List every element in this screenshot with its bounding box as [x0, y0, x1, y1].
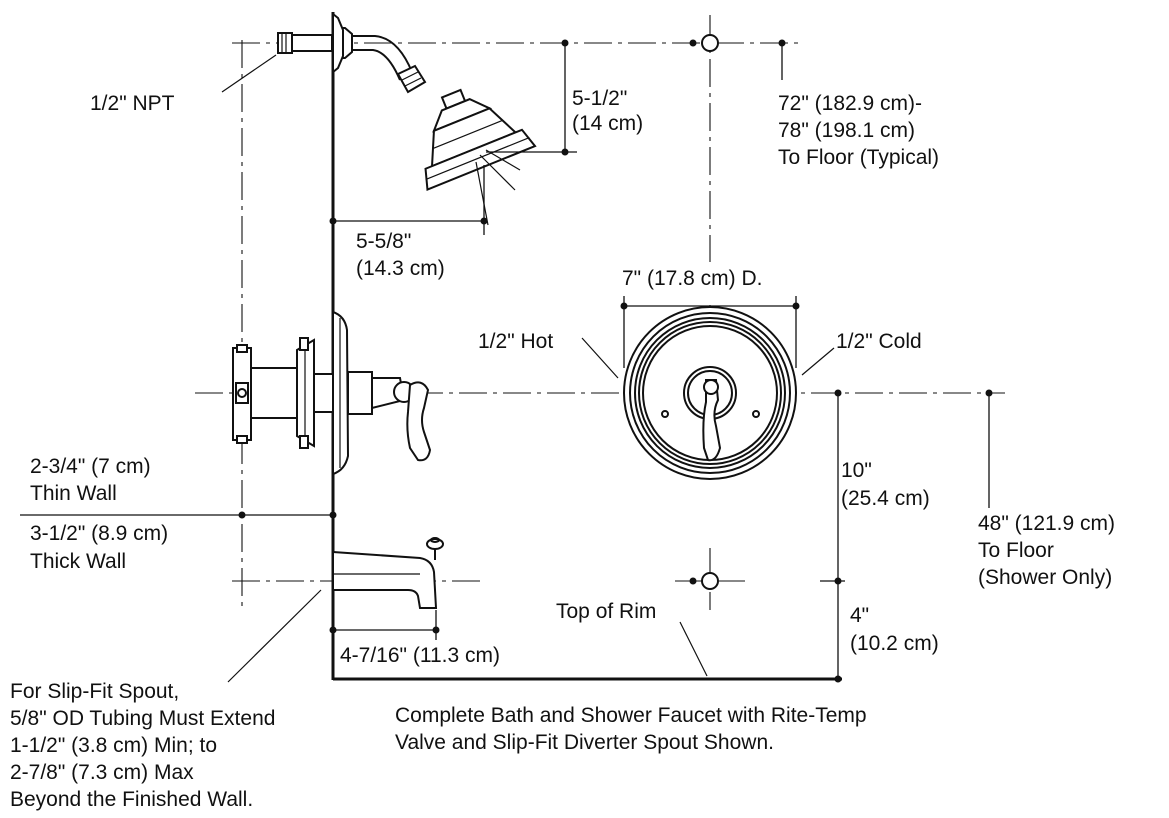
tub-spout	[332, 537, 444, 609]
shower-arm	[277, 11, 427, 94]
trim-front-view	[623, 306, 797, 480]
spray-ray-1	[479, 154, 516, 191]
slipfit-note-4: 2-7/8" (7.3 cm) Max	[10, 761, 194, 784]
npt-label: 1/2" NPT	[90, 92, 175, 115]
arm-reach-label-2: (14.3 cm)	[356, 257, 445, 280]
rim-reference-circle	[701, 572, 719, 590]
rim-dot	[689, 577, 697, 585]
hot-leader	[581, 337, 619, 379]
valve-spout-label-2: (25.4 cm)	[841, 487, 930, 510]
spout-rim-label-2: (10.2 cm)	[850, 632, 939, 655]
spray-ray-3	[475, 161, 489, 226]
spray-ray-2	[485, 149, 521, 171]
slipfit-note-3: 1-1/2" (3.8 cm) Min; to	[10, 734, 217, 757]
head-drop-label-2: (14 cm)	[572, 112, 643, 135]
head-height-reference-circle	[701, 34, 719, 52]
screw-right	[752, 410, 760, 418]
hot-label: 1/2" Hot	[478, 330, 553, 353]
valve-spout-label-1: 10"	[841, 459, 872, 482]
thin-wall-label-2: Thin Wall	[30, 482, 117, 505]
thick-wall-label-1: 3-1/2" (8.9 cm)	[30, 522, 168, 545]
spout-rim-label-1: 4"	[850, 604, 869, 627]
slipfit-note-5: Beyond the Finished Wall.	[10, 788, 253, 811]
slipfit-note-2: 5/8" OD Tubing Must Extend	[10, 707, 275, 730]
floor-height-label-3: To Floor (Typical)	[778, 146, 939, 169]
arm-reach-label-1: 5-5/8"	[356, 230, 411, 253]
shower-head	[424, 88, 537, 191]
valve-floor-label-1: 48" (121.9 cm)	[978, 512, 1115, 535]
valve-floor-label-2: To Floor	[978, 539, 1054, 562]
caption-line-1: Complete Bath and Shower Faucet with Rit…	[395, 704, 867, 727]
escutcheon-side	[332, 310, 432, 476]
head-height-dot-1	[689, 39, 697, 47]
screw-left	[661, 410, 669, 418]
slipfit-leader	[227, 589, 322, 683]
cold-label: 1/2" Cold	[836, 330, 922, 353]
wall-thickness-dimension	[20, 511, 337, 519]
head-drop-dimension	[486, 39, 577, 156]
valve-spout-dimension	[820, 389, 845, 683]
thick-wall-label-2: Thick Wall	[30, 550, 126, 573]
npt-leader	[221, 54, 277, 93]
floor-height-label-2: 78" (198.1 cm)	[778, 119, 915, 142]
top-of-rim-leader	[679, 621, 708, 677]
head-drop-label-1: 5-1/2"	[572, 87, 627, 110]
cold-leader	[801, 347, 835, 376]
valve-floor-label-3: (Shower Only)	[978, 566, 1112, 589]
valve-body-side	[232, 337, 334, 449]
spout-length-dimension	[329, 610, 440, 640]
valve-floor-dimension	[985, 389, 993, 508]
arm-reach-dimension	[329, 165, 488, 235]
caption-line-2: Valve and Slip-Fit Diverter Spout Shown.	[395, 731, 774, 754]
slipfit-note-1: For Slip-Fit Spout,	[10, 680, 179, 703]
diameter-label: 7" (17.8 cm) D.	[622, 267, 763, 290]
top-of-rim-label: Top of Rim	[556, 600, 656, 623]
thin-wall-label-1: 2-3/4" (7 cm)	[30, 455, 151, 478]
diameter-dimension	[620, 296, 800, 368]
floor-height-label-1: 72" (182.9 cm)-	[778, 92, 922, 115]
spout-length-label: 4-7/16" (11.3 cm)	[340, 644, 500, 667]
